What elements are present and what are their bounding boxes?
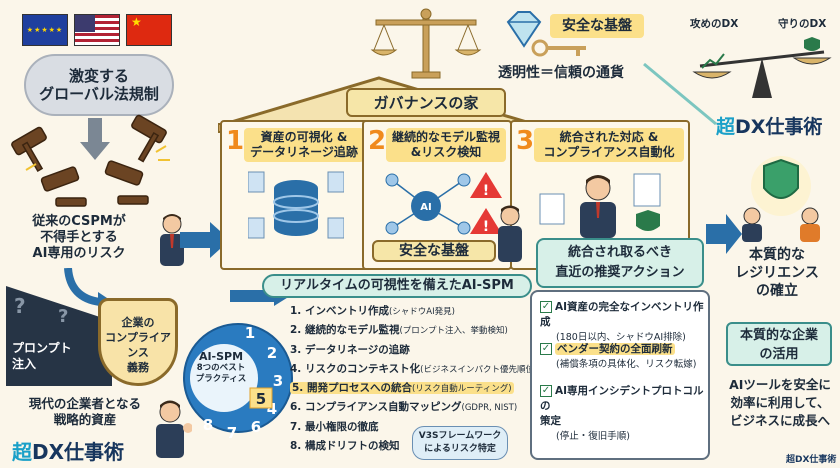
cspm-text: 従来のCSPMが 不得手とする AI専用のリスク xyxy=(32,214,126,261)
wheel-segment-7: 7 xyxy=(227,424,237,442)
action-item-3: ✓AI専用インシデントプロトコルの 策定 (停止・復旧手順) xyxy=(540,385,704,442)
eu-flag-icon: ★★★★★ xyxy=(22,14,68,46)
gavels-icon xyxy=(11,114,170,207)
spm-subtitle: 8つのベスト プラクティス xyxy=(195,363,247,384)
safe-base-label: 安全な基盤 xyxy=(550,14,644,38)
ai-spm-wheel: 1 2 3 4 6 7 8 5 xyxy=(183,323,293,442)
brand-main: 超 xyxy=(12,440,32,464)
brand-rest: DX仕事術 xyxy=(32,440,125,464)
attack-dx-label: 攻めのDX xyxy=(690,18,739,30)
house-title: ガバナンスの家 xyxy=(346,88,506,117)
diamond-icon xyxy=(506,11,542,48)
pillar-1: 1 資産の可視化 & データリネージ追跡 xyxy=(220,120,370,270)
right-arrow-icon xyxy=(180,222,230,258)
action-item-1: ✓AI資産の完全なインベントリ作成 (180日以内、シャドウAI排除) xyxy=(540,301,704,343)
practice-item-5: 5. 開発プロセスへの統合(リスク自動ルーティング) xyxy=(290,382,514,395)
practice-item-4: 4. リスクのコンテキスト化(ビジネスインパクト優先順位) xyxy=(290,362,538,375)
ai-tool-text: AIツールを安全に 効率に利用して、 ビジネスに成長へ xyxy=(729,377,831,428)
realtime-ai-spm-title: リアルタイムの可視性を備えたAI-SPM xyxy=(262,274,532,298)
action-item-2: ✓ベンダー契約の全面刷新 (補償条項の具体化、リスク転嫁) xyxy=(540,343,697,370)
enterprise-use-box: 本質的な企業 の活用 xyxy=(726,322,832,366)
checkbox-icon: ✓ xyxy=(540,385,552,397)
spm-title: AI-SPM xyxy=(198,350,244,363)
brand-logo-left: 超DX仕事術 xyxy=(12,436,124,465)
footer-brand: 超DX仕事術 xyxy=(786,455,837,465)
strategic-asset-text: 現代の企業者となる 戦略的資産 xyxy=(28,396,142,427)
us-flag-icon xyxy=(74,14,120,46)
wheel-segment-8: 8 xyxy=(203,416,213,434)
compliance-automation-icon xyxy=(539,173,661,238)
brand-rest: DX仕事術 xyxy=(735,116,823,138)
key-icon xyxy=(531,39,586,57)
practice-item-7: 7. 最小権限の徹底 xyxy=(290,420,379,433)
prompt-text: プロンプト 注入 xyxy=(12,341,72,371)
svg-text:!: ! xyxy=(483,183,489,199)
cloud-text: 激変する グローバル法規制 xyxy=(39,67,159,103)
safe-base-banner: 安全な基盤 xyxy=(372,240,496,262)
balance-scale-icon xyxy=(692,37,832,98)
pillar-number: 3 xyxy=(516,126,535,156)
regulation-cloud: 激変する グローバル法規制 xyxy=(24,54,174,116)
v3s-framework-note: V3Sフレームワーク によるリスク特定 xyxy=(412,426,508,460)
right-arrow-icon-2 xyxy=(706,214,742,254)
practice-item-1: 1. インベントリ作成(シャドウAI発見) xyxy=(290,305,455,317)
compliance-shield: 企業の コンプライアンス 義務 xyxy=(98,298,178,386)
shield-text: 企業の コンプライアンス 義務 xyxy=(105,316,171,374)
trust-text: 透明性＝信頼の通貨 xyxy=(498,65,624,81)
ai-network-icon: AI ! ! xyxy=(385,172,502,235)
question-mark-icon: ? xyxy=(14,294,26,318)
checkbox-icon: ✓ xyxy=(540,301,552,313)
scales-of-justice-icon xyxy=(370,8,482,79)
svg-text:AI: AI xyxy=(420,202,431,213)
pillar-title: 統合された対応 & コンプライアンス自動化 xyxy=(534,128,684,162)
wheel-segment-5: 5 xyxy=(256,390,266,408)
practice-item-3: 3. データリネージの追跡 xyxy=(290,343,410,356)
defense-dx-label: 守りのDX xyxy=(778,18,827,30)
wheel-segment-1: 1 xyxy=(245,324,255,342)
pillar-number: 2 xyxy=(368,126,387,156)
down-arrow-icon xyxy=(80,118,110,160)
ai-spm-label: AI-SPM 8つのベスト プラクティス xyxy=(190,350,252,385)
wheel-segment-4: 4 xyxy=(267,400,277,418)
practice-item-8: 8. 構成ドリフトの検知 xyxy=(290,440,400,453)
practice-item-2: 2. 継続的なモデル監視(プロンプト注入、挙動検知) xyxy=(290,324,508,337)
pillar-title: 資産の可視化 & データリネージ追跡 xyxy=(244,128,364,162)
checkbox-icon: ✓ xyxy=(540,343,552,355)
resilience-shield-icon xyxy=(742,156,820,242)
pillar-number: 1 xyxy=(226,126,245,156)
connector-line xyxy=(643,62,717,126)
resilience-text: 本質的な レジリエンス の確立 xyxy=(735,247,819,299)
pointing-person-icon xyxy=(498,205,522,262)
pillar-title: 継続的なモデル監視 &リスク検知 xyxy=(386,128,506,162)
practice-item-6: 6. コンプライアンス自動マッピング(GDPR, NIST) xyxy=(290,401,518,414)
wheel-segment-6: 6 xyxy=(251,418,261,436)
recommended-actions-header: 統合され取るべき 直近の推奨アクション xyxy=(536,238,704,288)
thumbs-up-person-icon xyxy=(156,400,192,458)
database-icon xyxy=(248,171,344,239)
businessman-icon xyxy=(160,214,184,266)
brand-main: 超 xyxy=(716,116,736,138)
best-practice-list: 1. インベントリ作成(シャドウAI発見) 2. 継続的なモデル監視(プロンプト… xyxy=(290,302,537,456)
recommended-actions-card: ✓AI資産の完全なインベントリ作成 (180日以内、シャドウAI排除) ✓ベンダ… xyxy=(530,290,710,460)
question-mark-icon-2: ? xyxy=(58,306,69,327)
svg-text:!: ! xyxy=(483,219,489,235)
wheel-segment-3: 3 xyxy=(273,372,283,390)
china-flag-icon: ★ xyxy=(126,14,172,46)
wheel-segment-2: 2 xyxy=(267,344,277,362)
brand-logo-right: 超DX仕事術 xyxy=(716,112,822,139)
